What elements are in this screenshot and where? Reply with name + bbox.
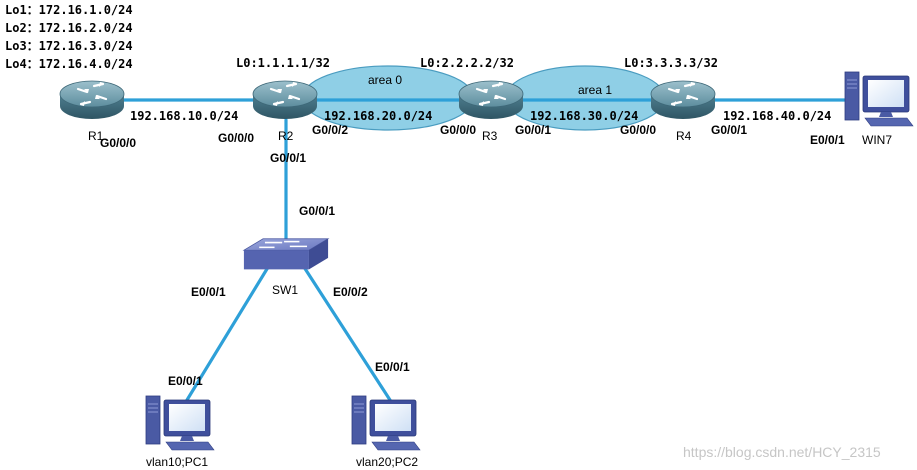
switch-icon-sw1[interactable] — [243, 237, 329, 271]
interface-r2-g000: G0/0/0 — [218, 131, 255, 145]
interface-sw1-g001: G0/0/1 — [299, 204, 336, 218]
network-label-r4-win7: 192.168.40.0/24 — [723, 109, 832, 123]
link-sw1-pc2 — [300, 262, 392, 402]
device-label-r3: R3 — [482, 129, 498, 143]
pc-icon-win7[interactable] — [844, 71, 914, 127]
network-label-r3-r4: 192.168.30.0/24 — [530, 109, 639, 123]
interface-pc1-e001: E0/0/1 — [168, 374, 203, 388]
router-icon-r3[interactable] — [457, 79, 525, 120]
interface-r3-g001: G0/0/1 — [515, 123, 552, 137]
interface-r1-g000: G0/0/0 — [100, 136, 137, 150]
interface-sw1-e002: E0/0/2 — [333, 285, 368, 299]
router-id-r2: L0:1.1.1.1/32 — [236, 56, 330, 70]
area-1-label: area 1 — [578, 83, 613, 97]
interface-sw1-e001: E0/0/1 — [191, 285, 226, 299]
router-icon-r1[interactable] — [58, 79, 126, 120]
device-label-pc2: vlan20;PC2 — [356, 455, 419, 469]
device-label-r1: R1 — [88, 129, 104, 143]
router-id-r4: L0:3.3.3.3/32 — [624, 56, 718, 70]
interface-win7-e001: E0/0/1 — [810, 133, 845, 147]
interface-pc2-e001: E0/0/1 — [375, 360, 410, 374]
interface-r4-g001: G0/0/1 — [711, 123, 748, 137]
pc-icon-pc1[interactable] — [145, 395, 215, 451]
device-label-sw1: SW1 — [272, 283, 299, 297]
watermark: https://blog.csdn.net/HCY_2315 — [683, 444, 881, 460]
link-sw1-pc1 — [185, 262, 272, 402]
router-icon-r4[interactable] — [649, 79, 717, 120]
area-0-label: area 0 — [368, 73, 403, 87]
interface-r2-g002: G0/0/2 — [312, 123, 349, 137]
loopback-lo3: Lo3：172.16.3.0/24 — [5, 39, 133, 53]
device-label-win7: WIN7 — [862, 133, 892, 147]
router-icon-r2[interactable] — [251, 79, 319, 120]
interface-r4-g000: G0/0/0 — [620, 123, 657, 137]
loopback-lo2: Lo2：172.16.2.0/24 — [5, 21, 133, 35]
router-id-r3: L0:2.2.2.2/32 — [420, 56, 514, 70]
device-label-pc1: vlan10;PC1 — [146, 455, 209, 469]
interface-r3-g000: G0/0/0 — [440, 123, 477, 137]
interface-r2-g001: G0/0/1 — [270, 151, 307, 165]
loopback-lo4: Lo4：172.16.4.0/24 — [5, 57, 133, 71]
pc-icon-pc2[interactable] — [351, 395, 421, 451]
device-label-r2: R2 — [278, 129, 294, 143]
loopback-lo1: Lo1：172.16.1.0/24 — [5, 3, 133, 17]
network-label-r1-r2: 192.168.10.0/24 — [130, 109, 239, 123]
network-label-r2-r3: 192.168.20.0/24 — [324, 109, 433, 123]
device-label-r4: R4 — [676, 129, 692, 143]
